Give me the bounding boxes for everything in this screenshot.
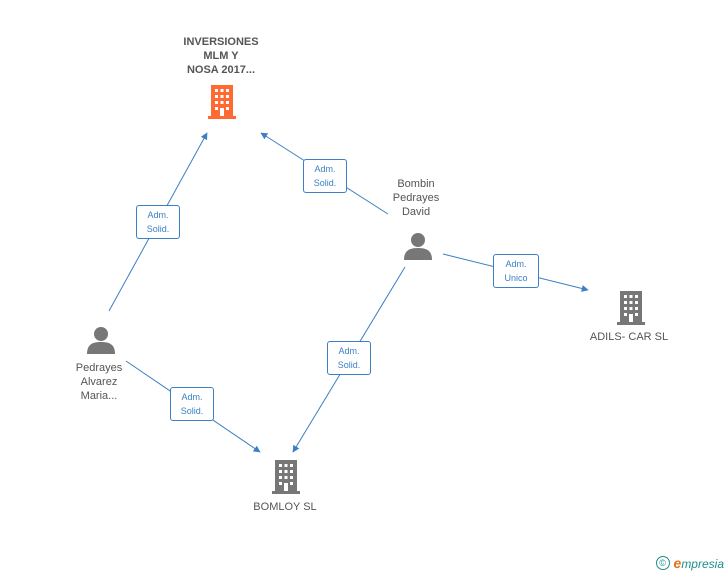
edge-label-line: Adm. xyxy=(505,259,527,269)
building-icon[interactable] xyxy=(615,290,647,326)
edge-label-line: Adm. xyxy=(181,392,203,402)
footer-brand: © empresia xyxy=(655,555,724,571)
label-line: INVERSIONES xyxy=(183,36,259,48)
building-icon[interactable] xyxy=(270,459,302,495)
edge-label-line: Solid. xyxy=(146,224,170,234)
edge-label-bombin-adils[interactable]: Adm. Unico xyxy=(493,254,539,288)
label-line: Maria... xyxy=(80,390,118,402)
building-icon[interactable] xyxy=(206,84,238,120)
edge-label-pedrayes-inversiones[interactable]: Adm. Solid. xyxy=(136,205,180,239)
label-line: Pedrayes xyxy=(392,192,440,204)
brand-logo: empresia xyxy=(674,555,724,571)
edge-label-bombin-inversiones[interactable]: Adm. Solid. xyxy=(303,159,347,193)
label-line: David xyxy=(401,206,431,218)
edge-label-line: Solid. xyxy=(313,178,337,188)
label-line: ADILS- CAR SL xyxy=(589,331,669,343)
person-icon[interactable] xyxy=(403,231,433,261)
node-label-adils[interactable]: ADILS- CAR SL xyxy=(574,330,684,344)
label-line: BOMLOY SL xyxy=(253,501,317,513)
brand-initial: e xyxy=(673,555,682,571)
node-label-pedrayes[interactable]: Pedrayes Alvarez Maria... xyxy=(44,361,154,403)
edge-label-line: Adm. xyxy=(314,164,336,174)
label-line: Bombin xyxy=(397,178,435,190)
label-line: Alvarez xyxy=(80,376,118,388)
brand-rest: mpresia xyxy=(681,557,724,571)
label-line: MLM Y xyxy=(203,50,239,62)
node-label-bombin[interactable]: Bombin Pedrayes David xyxy=(361,177,471,219)
label-line: Pedrayes xyxy=(75,362,123,374)
copyright-icon: © xyxy=(655,556,670,570)
edge-label-line: Solid. xyxy=(337,360,361,370)
edge-label-line: Adm. xyxy=(147,210,169,220)
label-line: NOSA 2017... xyxy=(186,64,256,76)
node-label-bomloy[interactable]: BOMLOY SL xyxy=(230,500,340,514)
node-label-inversiones[interactable]: INVERSIONES MLM Y NOSA 2017... xyxy=(166,35,276,77)
edge-label-line: Adm. xyxy=(338,346,360,356)
person-icon[interactable] xyxy=(86,325,116,355)
edge-label-pedrayes-bomloy[interactable]: Adm. Solid. xyxy=(170,387,214,421)
edge-label-line: Unico xyxy=(504,273,528,283)
edge-label-bombin-bomloy[interactable]: Adm. Solid. xyxy=(327,341,371,375)
edge-label-line: Solid. xyxy=(180,406,204,416)
